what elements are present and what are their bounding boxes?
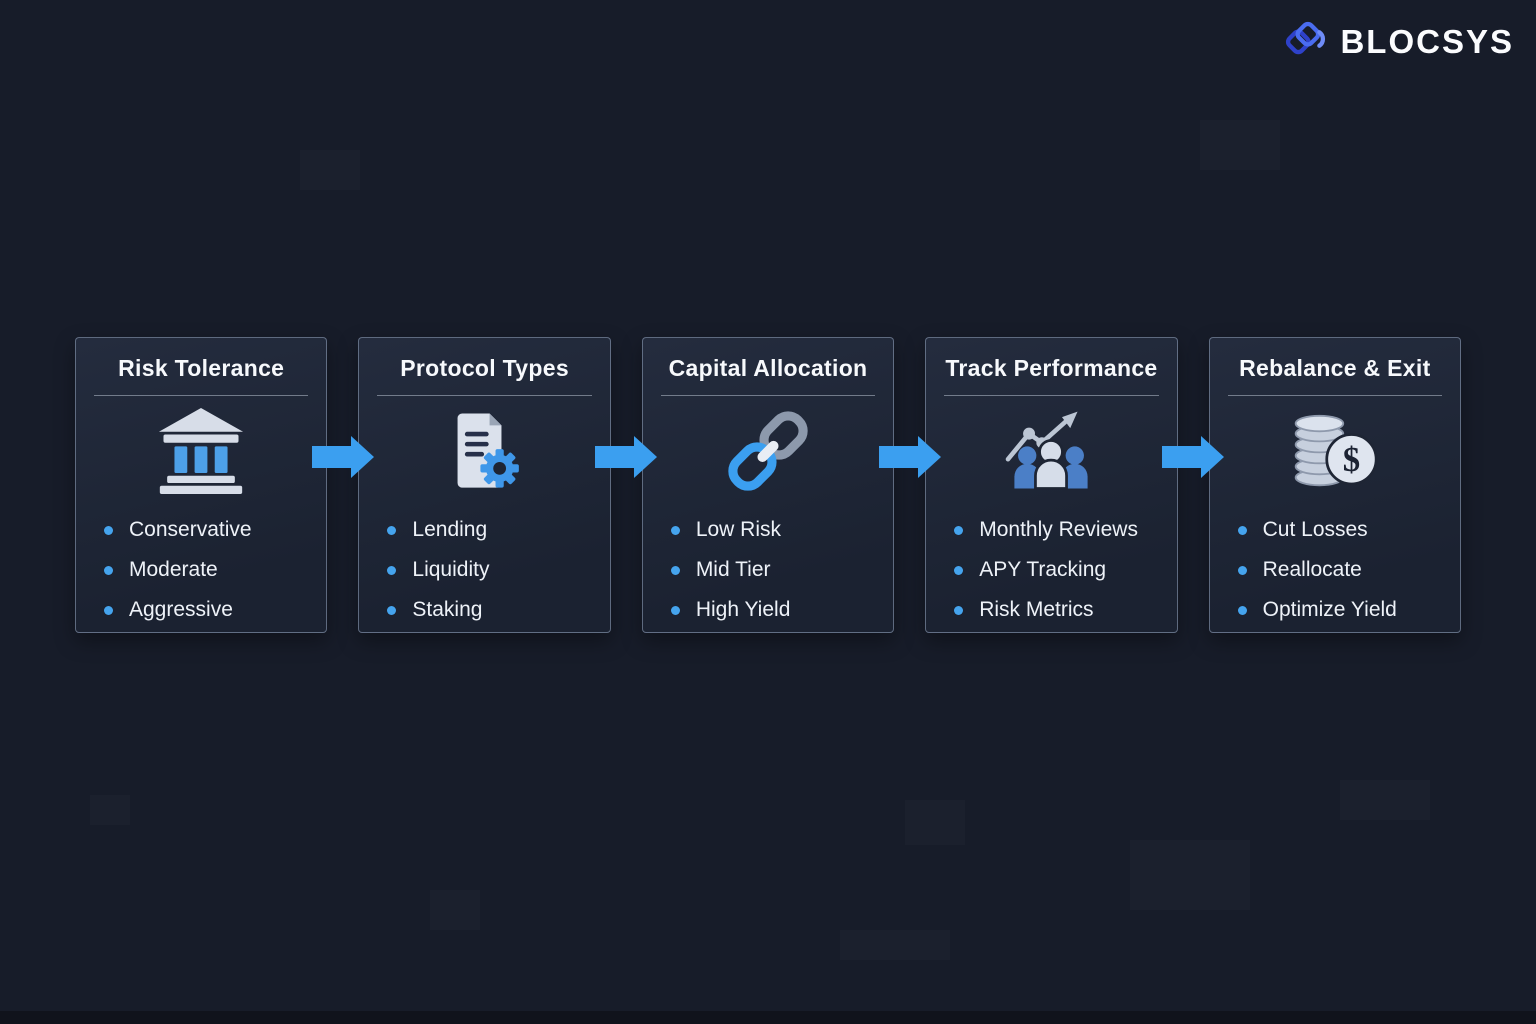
bullet-text: Monthly Reviews xyxy=(979,518,1138,541)
title-divider xyxy=(660,395,876,396)
bullet-icon xyxy=(954,605,964,615)
arrow-right-icon xyxy=(595,436,658,478)
card-capital-allocation: Capital Allocation Low Risk Mid Tier xyxy=(641,337,895,633)
bullet-list: Cut Losses Reallocate Optimize Yield xyxy=(1237,510,1460,630)
list-item: Aggressive xyxy=(104,590,326,630)
bullet-list: Monthly Reviews APY Tracking Risk Metric… xyxy=(954,510,1176,630)
list-item: High Yield xyxy=(670,590,893,630)
card-title: Protocol Types xyxy=(400,355,569,381)
bullet-icon xyxy=(104,525,113,535)
card-rebalance-exit: Rebalance & Exit $ xyxy=(1208,337,1462,633)
list-item: Optimize Yield xyxy=(1237,590,1460,630)
bullet-icon xyxy=(670,525,680,535)
bullet-text: Risk Metrics xyxy=(979,598,1094,621)
card-title: Rebalance & Exit xyxy=(1239,355,1431,381)
bullet-icon xyxy=(670,565,680,575)
list-item: Moderate xyxy=(104,550,326,590)
bullet-list: Lending Liquidity Staking xyxy=(387,510,609,630)
brand-logo: BLOCSYS xyxy=(1282,16,1514,67)
bullet-icon xyxy=(387,605,397,615)
arrow-right-icon xyxy=(1162,436,1225,478)
list-item: Low Risk xyxy=(670,510,893,550)
bullet-icon xyxy=(954,565,964,575)
bullet-icon xyxy=(104,565,113,575)
dollar-symbol: $ xyxy=(1343,440,1360,479)
bullet-text: Staking xyxy=(412,598,483,621)
card-track-performance: Track Performance xyxy=(925,337,1178,633)
bullet-list: Low Risk Mid Tier High Yield xyxy=(670,510,893,630)
bullet-text: Aggressive xyxy=(129,598,233,621)
bullet-icon xyxy=(104,605,113,615)
card-title: Capital Allocation xyxy=(668,355,868,381)
connector xyxy=(595,337,658,633)
card-title: Track Performance xyxy=(945,355,1158,381)
title-divider xyxy=(1227,395,1443,396)
card-protocol-types: Protocol Types xyxy=(358,337,611,633)
title-divider xyxy=(94,395,309,396)
list-item: APY Tracking xyxy=(954,550,1176,590)
list-item: Mid Tier xyxy=(670,550,893,590)
connector xyxy=(878,337,941,633)
bank-icon xyxy=(76,398,326,504)
document-gear-icon xyxy=(359,398,609,504)
bullet-text: Reallocate xyxy=(1262,558,1362,581)
title-divider xyxy=(944,395,1159,396)
arrow-right-icon xyxy=(878,436,941,478)
bottom-edge xyxy=(0,1011,1536,1024)
connector xyxy=(1162,337,1225,633)
bullet-text: Cut Losses xyxy=(1262,518,1368,541)
arrow-right-icon xyxy=(311,436,374,478)
bullet-icon xyxy=(670,605,680,615)
list-item: Liquidity xyxy=(387,550,609,590)
title-divider xyxy=(377,395,592,396)
card-title: Risk Tolerance xyxy=(118,355,285,381)
process-flow: Risk Tolerance Conservative xyxy=(75,337,1462,633)
bullet-icon xyxy=(1237,605,1247,615)
list-item: Cut Losses xyxy=(1237,510,1460,550)
bullet-text: Low Risk xyxy=(695,518,782,541)
bullet-text: High Yield xyxy=(695,598,791,621)
card-risk-tolerance: Risk Tolerance Conservative xyxy=(75,337,328,633)
bullet-text: Moderate xyxy=(129,558,218,581)
bullet-icon xyxy=(1237,525,1247,535)
brand-name: BLOCSYS xyxy=(1340,22,1514,60)
bullet-text: Mid Tier xyxy=(695,558,771,581)
bullet-text: Lending xyxy=(412,518,488,541)
bullet-text: Conservative xyxy=(129,518,252,541)
bullet-list: Conservative Moderate Aggressive xyxy=(104,510,326,630)
bullet-text: Optimize Yield xyxy=(1262,598,1397,621)
bullet-icon xyxy=(954,525,964,535)
list-item: Conservative xyxy=(104,510,326,550)
bullet-text: Liquidity xyxy=(412,558,490,581)
team-growth-icon xyxy=(926,398,1176,504)
chain-link-icon xyxy=(643,398,893,504)
coins-dollar-icon: $ xyxy=(1210,398,1460,504)
list-item: Risk Metrics xyxy=(954,590,1176,630)
list-item: Monthly Reviews xyxy=(954,510,1176,550)
bullet-text: APY Tracking xyxy=(979,558,1107,581)
bullet-icon xyxy=(1237,565,1247,575)
bullet-icon xyxy=(387,525,397,535)
list-item: Reallocate xyxy=(1237,550,1460,590)
list-item: Staking xyxy=(387,590,609,630)
blocsys-logo-icon xyxy=(1282,16,1328,67)
bullet-icon xyxy=(387,565,397,575)
connector xyxy=(311,337,374,633)
list-item: Lending xyxy=(387,510,609,550)
